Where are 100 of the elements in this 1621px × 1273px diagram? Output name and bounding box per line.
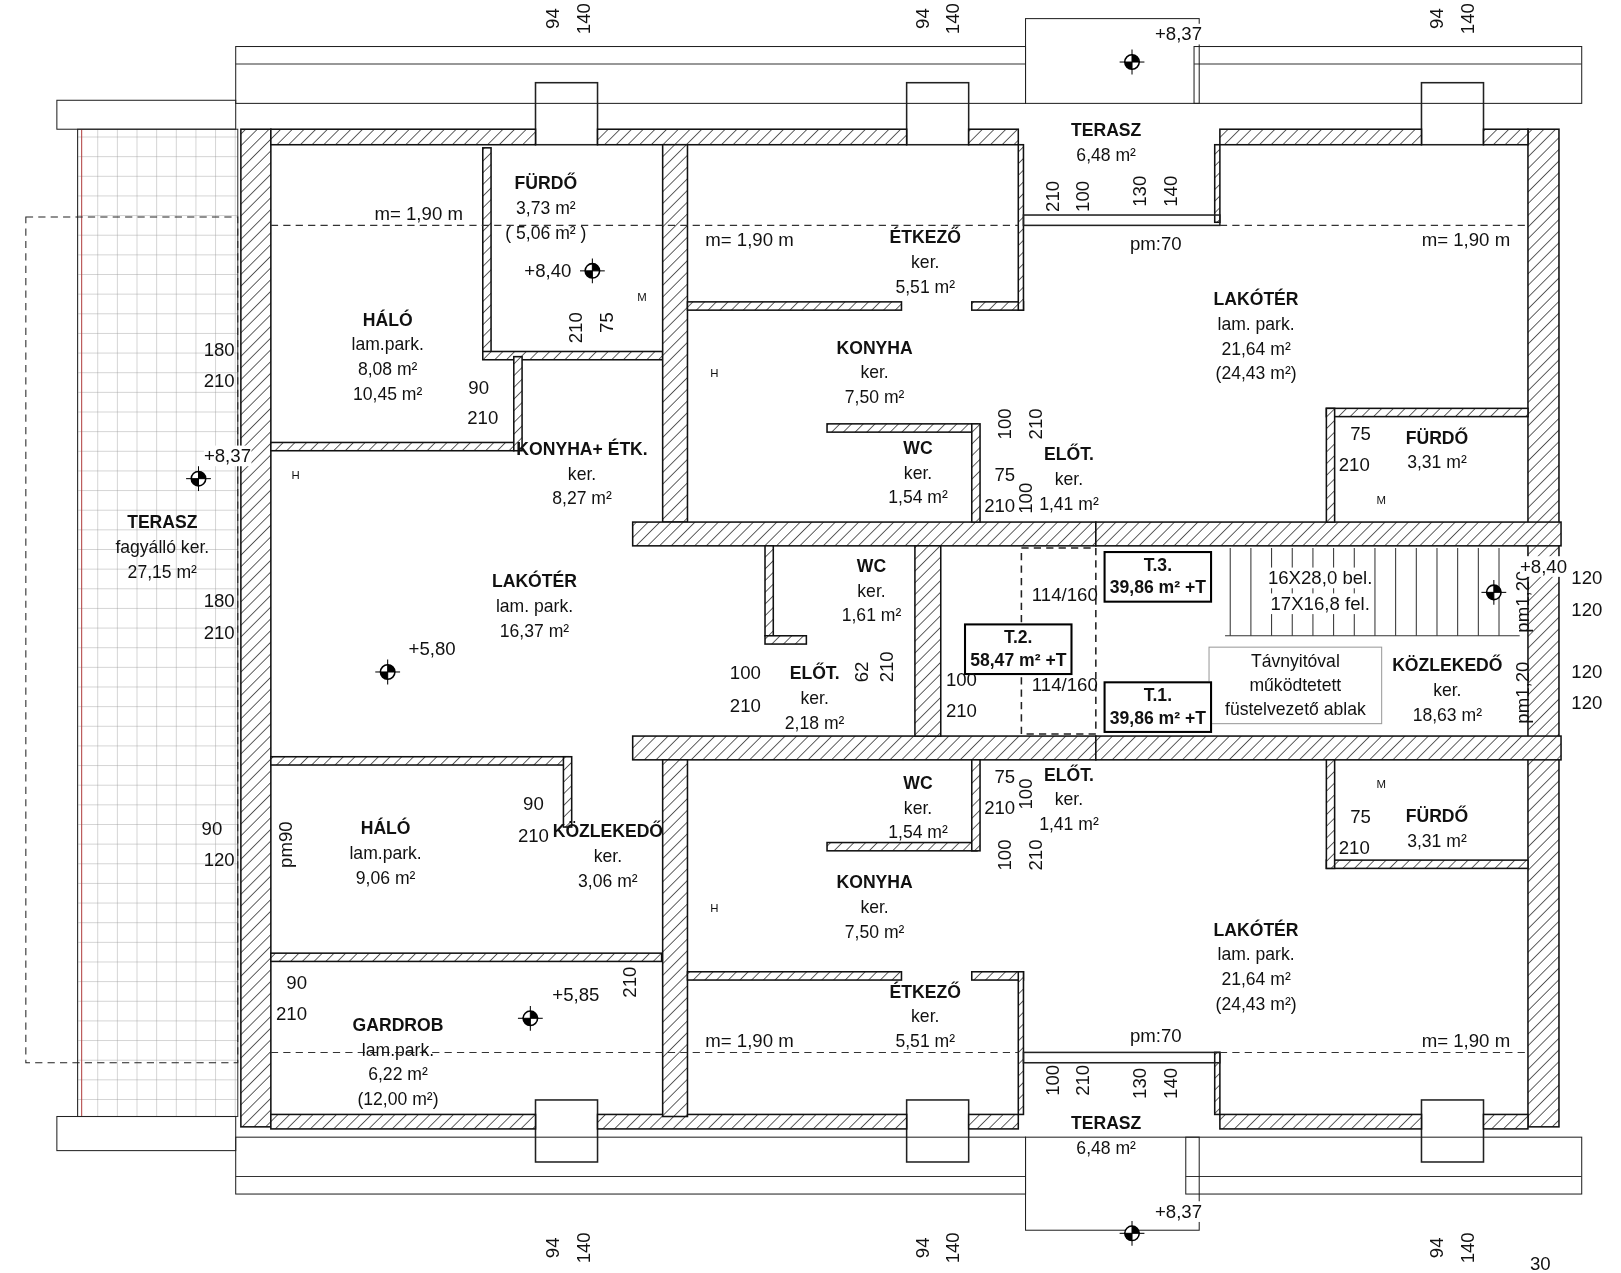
dimension-label: 140 (1160, 1067, 1182, 1099)
fixture-letter: M (1376, 777, 1386, 790)
room-name: ELŐT. (1043, 442, 1095, 467)
dimension-label: 140 (1160, 175, 1182, 207)
dimension-label: 140 (1457, 3, 1479, 35)
dimension-label: 210 (876, 651, 898, 683)
room-detail: ( 5,06 m² ) (505, 222, 587, 245)
room-detail: 21,64 m² (1220, 338, 1292, 361)
room-name: GARDROB (352, 1014, 444, 1037)
room-detail: lam.park. (360, 1039, 436, 1062)
room-detail: ker. (859, 896, 890, 919)
room-detail: ker. (910, 1005, 941, 1029)
room-detail: 1,54 m² (888, 821, 948, 845)
dimension-label: 140 (573, 1232, 595, 1264)
dimension-label: 210 (984, 495, 1016, 516)
dimension-label: 114/160 (1031, 584, 1098, 605)
room-detail: ker. (902, 462, 934, 485)
ceiling-height-label: m= 1,90 m (705, 1030, 794, 1052)
room-detail: fagyálló ker. (115, 536, 210, 560)
room-detail: 2,18 m² (784, 712, 845, 735)
dimension-label: 94 (542, 1237, 564, 1259)
dimension-label: 210 (467, 407, 499, 428)
room-name: ELŐT. (788, 661, 841, 686)
dimension-label: 210 (1338, 837, 1370, 859)
room-detail: 27,15 m² (126, 561, 198, 585)
dimension-label: 210 (1025, 408, 1047, 440)
room-name: HÁLÓ (359, 816, 412, 841)
sill-height-label: pm:70 (1129, 233, 1182, 255)
note-box (1208, 646, 1383, 725)
sill-height-label: pm90 (275, 821, 296, 868)
sill-height-label: pm:70 (1129, 1025, 1182, 1047)
ceiling-height-label: m= 1,90 m (705, 229, 794, 251)
dimension-label: 210 (565, 312, 587, 344)
room-name: KÖZLEKEDŐ (1392, 653, 1503, 678)
room-detail: ker. (1432, 679, 1463, 702)
room-name: HÁLÓ (361, 308, 414, 332)
dimension-label: 210 (1338, 454, 1370, 476)
sill-height-label: pm1,20 (1512, 661, 1534, 724)
room-name: KÖZLEKEDŐ (552, 819, 664, 844)
unit-code: T.1. (1142, 684, 1173, 708)
room-detail: 6,22 m² (367, 1063, 429, 1087)
dimension-label: 94 (912, 8, 934, 29)
room-name: KONYHA (836, 337, 913, 360)
dimension-label: 140 (573, 3, 595, 35)
room-name: TERASZ (1071, 119, 1142, 143)
room-detail: 21,64 m² (1220, 968, 1292, 992)
room-detail: ker. (859, 361, 890, 385)
level-label: +8,37 (1155, 23, 1203, 45)
room-detail: 8,27 m² (551, 488, 613, 511)
fixture-letter: H (291, 468, 300, 481)
stair-label: 17X16,8 fel. (1270, 593, 1370, 615)
room-detail: ker. (910, 251, 941, 274)
room-detail: 1,61 m² (841, 604, 902, 628)
unit-code: T.3. (1142, 554, 1173, 577)
dimension-label: 120 (1571, 599, 1603, 621)
dimension-label: 75 (994, 464, 1016, 485)
dimension-label: 120 (1571, 661, 1603, 683)
dimension-label: 90 (286, 972, 308, 994)
room-detail: lam.park. (351, 333, 424, 357)
room-detail: lam. park. (494, 595, 575, 619)
dimension-label: 120 (203, 849, 235, 871)
dimension-label: 140 (1457, 1232, 1479, 1264)
dimension-label: 100 (994, 408, 1016, 440)
room-name: ÉTKEZŐ (889, 980, 961, 1004)
room-name: TERASZ (126, 511, 199, 535)
dimension-label: 75 (596, 312, 618, 333)
unit-area: 39,86 m² +T (1109, 707, 1206, 730)
dimension-label: 210 (984, 797, 1016, 818)
room-name: TERASZ (1071, 1112, 1142, 1136)
room-detail: 3,06 m² (577, 870, 639, 894)
unit-tag (1103, 681, 1213, 733)
room-detail: 5,51 m² (894, 1030, 957, 1054)
stair-label: 16X28,0 bel. (1267, 567, 1373, 589)
fixture-letter: H (710, 901, 719, 914)
fixture-letter: M (1376, 494, 1386, 507)
ceiling-height-label: m= 1,90 m (374, 203, 463, 225)
dimension-label: 180 (203, 339, 235, 360)
room-detail: ker. (856, 580, 887, 603)
room-detail: 7,50 m² (843, 921, 906, 944)
room-name: WC (902, 772, 934, 795)
room-name: KONYHA+ ÉTK. (516, 437, 648, 461)
dimension-label: 180 (203, 590, 235, 611)
room-detail: lam. park. (1216, 943, 1296, 967)
dimension-label: 210 (1042, 180, 1063, 212)
dimension-label: 100 (1072, 180, 1093, 212)
room-name: WC (855, 555, 888, 578)
dimension-label: 75 (1350, 423, 1371, 445)
room-detail: ker. (566, 463, 598, 486)
room-name: FÜRDŐ (1405, 426, 1469, 450)
ceiling-height-label: m= 1,90 m (1421, 1030, 1511, 1052)
dimension-label: 100 (994, 839, 1016, 871)
room-name: LAKÓTÉR (492, 569, 577, 594)
dimension-label: 140 (942, 3, 964, 35)
dimension-label: 62 (851, 661, 873, 683)
unit-area: 58,47 m² +T (970, 649, 1067, 672)
fixture-letter: M (637, 290, 647, 303)
room-detail: 1,41 m² (1039, 493, 1099, 516)
room-detail: ker. (592, 845, 624, 869)
dimension-label: 130 (1129, 1067, 1151, 1099)
dimension-label: 94 (912, 1237, 934, 1259)
